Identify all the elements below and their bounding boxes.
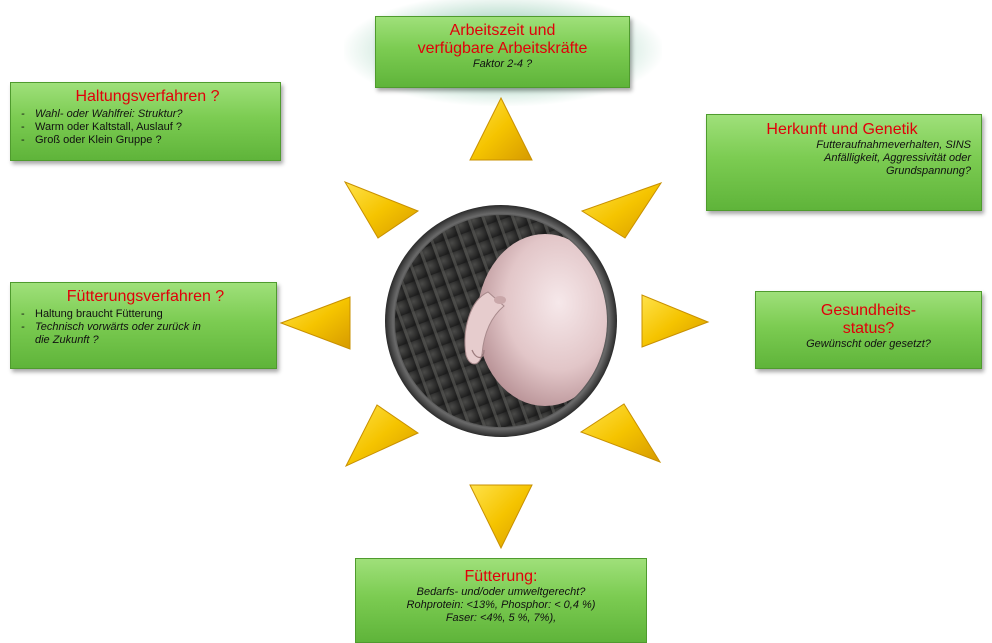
box-fuetterungsverfahren: Fütterungsverfahren ? Haltung braucht Fü… — [10, 282, 277, 369]
ray-left — [281, 297, 350, 349]
ray-top-left — [345, 182, 418, 238]
box-herkunft: Herkunft und Genetik Futteraufnahmeverha… — [706, 114, 982, 211]
pig-photo — [385, 205, 617, 437]
box-fuetterung: Fütterung: Bedarfs- und/oder umweltgerec… — [355, 558, 647, 643]
box-gesundheit-title-line1: Gesundheits- — [756, 302, 981, 320]
box-haltung-item: Warm oder Kaltstall, Auslauf ? — [21, 121, 274, 134]
box-arbeitszeit-sub: Faktor 2-4 ? — [376, 58, 629, 71]
box-haltung-item: Groß oder Klein Gruppe ? — [21, 134, 274, 147]
box-haltung-title: Haltungsverfahren ? — [21, 88, 274, 106]
ray-top — [470, 98, 532, 160]
box-haltung: Haltungsverfahren ? Wahl- oder Wahlfrei:… — [10, 82, 281, 161]
box-haltung-item: Wahl- oder Wahlfrei: Struktur? — [21, 108, 274, 121]
box-fuetterung-sub-line1: Bedarfs- und/oder umweltgerecht? — [356, 586, 646, 599]
box-gesundheit-title-line2: status? — [756, 320, 981, 338]
box-arbeitszeit: Arbeitszeit und verfügbare Arbeitskräfte… — [375, 16, 630, 88]
box-herkunft-sub-line2: Anfälligkeit, Aggressivität oder — [713, 152, 971, 165]
box-arbeitszeit-title-line1: Arbeitszeit und — [376, 22, 629, 40]
box-arbeitszeit-title-line2: verfügbare Arbeitskräfte — [376, 40, 629, 58]
box-gesundheit-sub: Gewünscht oder gesetzt? — [756, 338, 981, 351]
box-herkunft-sub-line3: Grundspannung? — [713, 165, 971, 178]
ray-bottom-right — [581, 404, 660, 462]
ray-right — [642, 295, 708, 347]
ray-top-right — [582, 183, 661, 238]
box-herkunft-sub-line1: Futteraufnahmeverhalten, SINS — [713, 139, 971, 152]
box-gesundheit: Gesundheits- status? Gewünscht oder gese… — [755, 291, 982, 369]
box-herkunft-title: Herkunft und Genetik — [713, 121, 971, 139]
box-fuetterung-sub-line2: Rohprotein: <13%, Phosphor: < 0,4 %) — [356, 599, 646, 612]
box-haltung-list: Wahl- oder Wahlfrei: Struktur? Warm oder… — [21, 108, 274, 147]
box-fuetterungsverfahren-list: Haltung braucht Fütterung Technisch vorw… — [21, 308, 211, 347]
box-fuetterung-title: Fütterung: — [356, 568, 646, 586]
box-fuetterung-sub-line3: Faser: <4%, 5 %, 7%), — [356, 612, 646, 625]
ray-bottom — [470, 485, 532, 548]
box-fuetterungsverfahren-title: Fütterungsverfahren ? — [21, 288, 270, 306]
box-fuetterungsverfahren-item: Technisch vorwärts oder zurück in die Zu… — [21, 321, 211, 347]
ray-bottom-left — [346, 405, 418, 466]
box-fuetterungsverfahren-item: Haltung braucht Fütterung — [21, 308, 211, 321]
